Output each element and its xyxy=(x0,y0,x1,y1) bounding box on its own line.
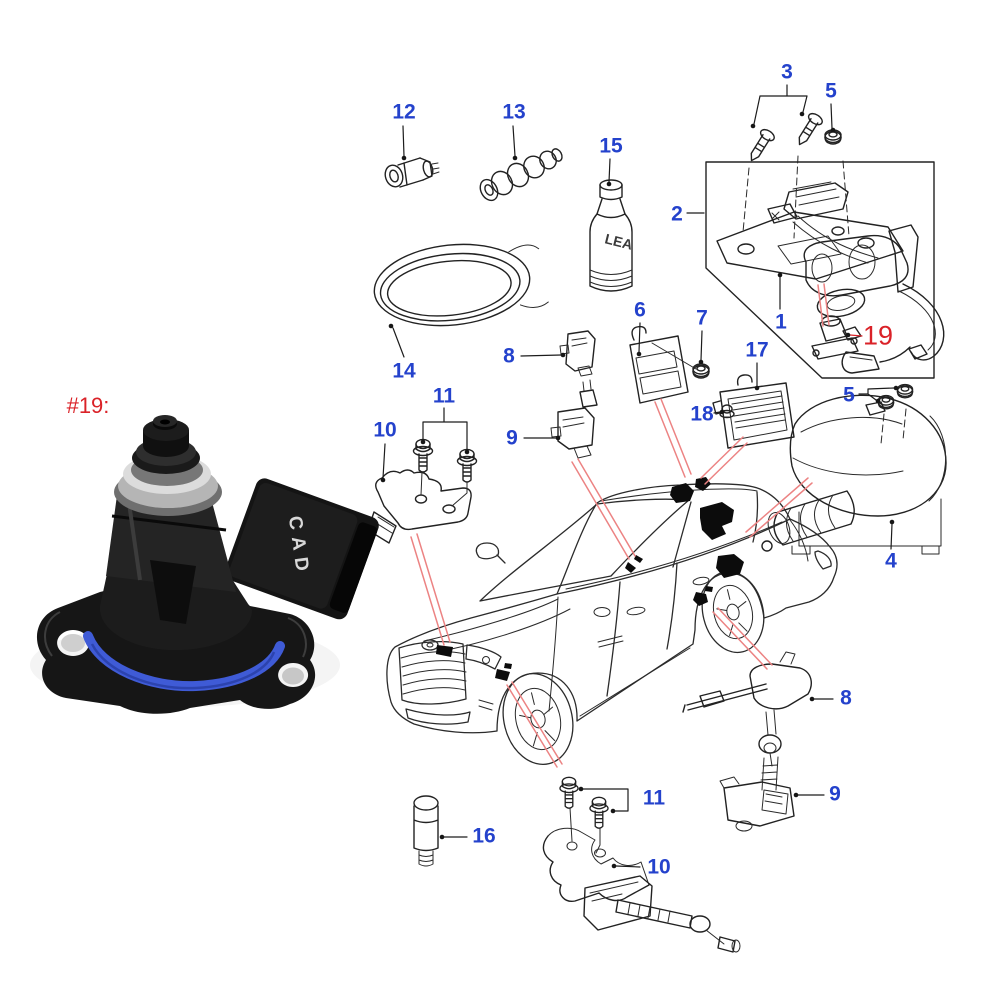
callout-18: 18 xyxy=(690,402,714,426)
valve-8a-drawing xyxy=(559,330,596,377)
callout-7: 7 xyxy=(696,306,708,330)
callout-17: 17 xyxy=(745,338,769,362)
nut-7-drawing xyxy=(692,363,710,379)
bolts-11a-drawing xyxy=(412,438,478,507)
fitting-13-drawing xyxy=(479,148,563,202)
compressor-assembly-drawing xyxy=(716,181,945,374)
callout-5b: 5 xyxy=(843,383,855,407)
location-leader-lines xyxy=(410,283,830,768)
callout-10a: 10 xyxy=(373,418,397,442)
air-tank-4-drawing xyxy=(761,394,947,555)
callout-11b: 11 xyxy=(642,786,666,810)
part-19-photo: CAD xyxy=(30,415,379,714)
callout-16: 16 xyxy=(472,824,496,848)
pin-16-drawing xyxy=(413,795,439,867)
height-sensor-10b-drawing xyxy=(542,827,741,953)
screw-18-drawing xyxy=(719,404,735,419)
bracket-10a-drawing xyxy=(367,469,472,544)
callout-2: 2 xyxy=(671,202,683,226)
callout-8b: 8 xyxy=(840,686,852,710)
connector-housing: CAD xyxy=(224,478,379,620)
callout-11a: 11 xyxy=(432,384,456,408)
callout-leaders xyxy=(380,84,899,869)
callout-13: 13 xyxy=(502,100,526,124)
callout-19: 19 xyxy=(862,320,894,351)
callout-3: 3 xyxy=(781,60,793,84)
component-location-marks xyxy=(436,477,744,681)
callout-9a: 9 xyxy=(506,426,518,450)
height-sensor-8b-drawing xyxy=(682,651,812,767)
callout-1: 1 xyxy=(775,310,787,334)
nuts-5b-drawing xyxy=(877,383,914,445)
valve-9a-drawing xyxy=(550,379,598,459)
part-2-boundary-box xyxy=(705,161,935,379)
callout-8a: 8 xyxy=(503,344,515,368)
valve-19-drawing xyxy=(811,315,862,360)
callout-10b: 10 xyxy=(647,855,671,879)
callout-6: 6 xyxy=(634,298,646,322)
callout-5a: 5 xyxy=(825,79,837,103)
bracket-6-drawing xyxy=(629,325,697,404)
bolts-11b-drawing xyxy=(559,776,609,854)
bottle-15-drawing: LEA xyxy=(589,179,634,292)
ecu-17-drawing xyxy=(712,374,795,449)
callout-12: 12 xyxy=(392,100,416,124)
inset-heading: #19: xyxy=(66,393,110,418)
coiled-tube-14-drawing xyxy=(373,243,549,327)
bottle-marking-text: LEA xyxy=(603,230,634,252)
height-sensor-9b-drawing xyxy=(719,742,795,832)
car-illustration xyxy=(386,477,838,766)
callout-4: 4 xyxy=(885,549,897,573)
fitting-12-drawing xyxy=(384,157,440,188)
callout-15: 15 xyxy=(599,134,623,158)
callout-9b: 9 xyxy=(829,782,841,806)
callout-14: 14 xyxy=(392,359,416,383)
